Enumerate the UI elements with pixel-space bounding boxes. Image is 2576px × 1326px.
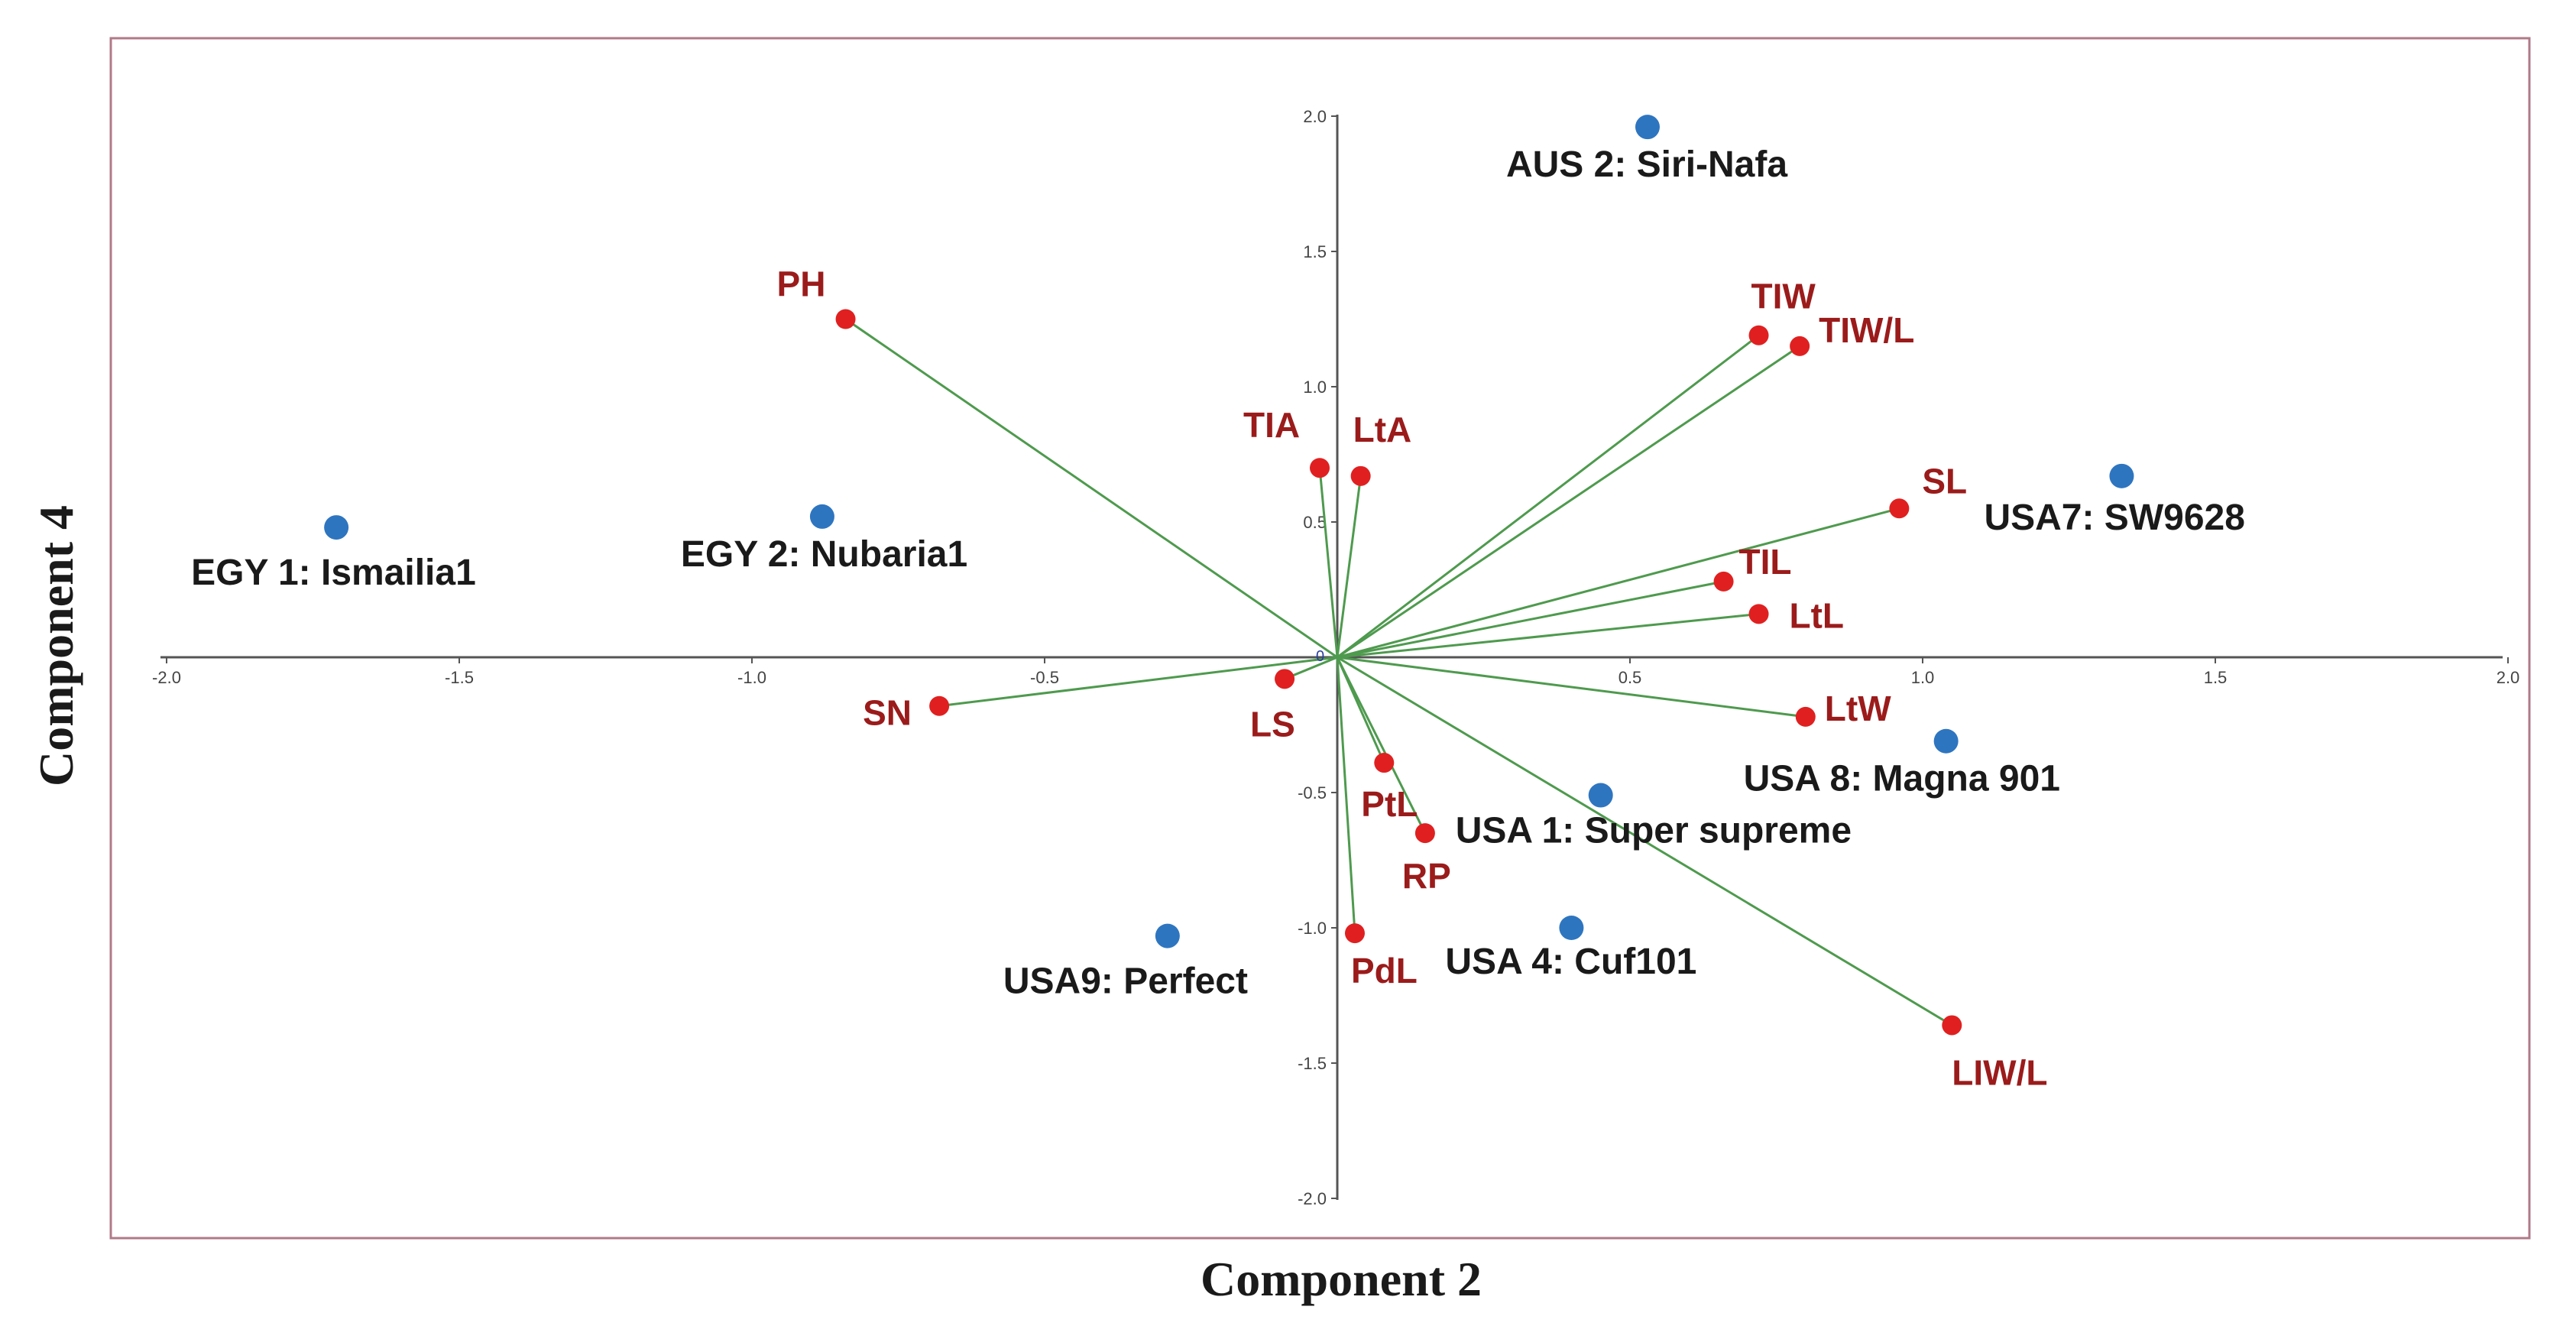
y-tick-label: -2.0 <box>1298 1189 1327 1208</box>
variable-point-sl <box>1889 498 1910 519</box>
variable-label-pdl: PdL <box>1351 951 1418 990</box>
variable-point-tiw <box>1748 325 1769 345</box>
x-tick-label: -0.5 <box>1030 668 1059 687</box>
loading-line-sn <box>938 656 1338 708</box>
x-tick-label: 2.0 <box>2497 668 2520 687</box>
variable-point-rp <box>1414 823 1435 844</box>
loading-line-ltl <box>1337 612 1759 659</box>
data-points <box>324 115 2134 1036</box>
observation-label-usa9-perfect: USA9: Perfect <box>1003 961 1248 1002</box>
observation-label-usa-1-super-supreme: USA 1: Super supreme <box>1456 811 1852 851</box>
loading-line-til <box>1337 580 1724 659</box>
variable-label-til: TIL <box>1739 542 1792 582</box>
observation-point-aus-2-siri-nafa <box>1635 115 1660 140</box>
loading-line-tiw-l <box>1337 345 1800 659</box>
variable-label-ptl: PtL <box>1361 784 1418 824</box>
y-tick-label: -1.5 <box>1298 1054 1327 1073</box>
observation-point-usa9-perfect <box>1155 923 1180 948</box>
observation-label-usa-4-cuf101: USA 4: Cuf101 <box>1445 942 1696 982</box>
variable-label-ltl: LtL <box>1790 595 1845 635</box>
variable-point-ptl <box>1374 753 1395 773</box>
y-tick-label: -1.0 <box>1298 919 1327 938</box>
variable-point-ltl <box>1748 604 1769 624</box>
variable-label-tiw-l: TIW/L <box>1819 310 1914 350</box>
x-tick-label: 1.5 <box>2204 668 2228 687</box>
variable-label-lta: LtA <box>1353 410 1412 449</box>
loading-line-rp <box>1336 657 1427 834</box>
observation-point-egy-2-nubaria1 <box>809 504 834 529</box>
loading-line-pdl <box>1336 657 1356 934</box>
variable-label-sl: SL <box>1922 461 1967 501</box>
variable-point-ls <box>1275 669 1295 689</box>
y-tick-label: 2.0 <box>1303 107 1327 126</box>
loading-line-sl <box>1337 507 1900 659</box>
plot-frame <box>109 37 2531 1240</box>
variable-point-tia <box>1310 458 1330 478</box>
loading-line-ltw <box>1337 656 1806 718</box>
observation-label-aus-2-siri-nafa: AUS 2: Siri-Nafa <box>1506 144 1787 185</box>
x-tick-label: 1.0 <box>1911 668 1935 687</box>
observation-point-usa-4-cuf101 <box>1559 916 1584 940</box>
y-axis-title: Component 4 <box>29 505 83 786</box>
variable-point-lta <box>1350 465 1371 486</box>
tick-labels: -2.0 -1.5 -1.0 -0.5 0.5 1.0 1.5 2.0 2.0 1.5 1.0 0.5… <box>152 107 2519 1208</box>
x-tick-label: -1.0 <box>737 668 766 687</box>
observation-label-egy-2-nubaria1: EGY 2: Nubaria1 <box>681 534 967 575</box>
y-tick-label: 1.0 <box>1303 378 1327 397</box>
x-tick-label: -2.0 <box>152 668 181 687</box>
variable-point-liw-l <box>1942 1015 1962 1036</box>
observation-label-egy-1-ismailia1: EGY 1: Ismailia1 <box>191 553 476 593</box>
y-tick-label: 1.5 <box>1303 242 1327 261</box>
observation-point-usa7-sw9628 <box>2109 463 2134 488</box>
variable-point-til <box>1713 571 1734 592</box>
observation-point-usa-8-magna-901 <box>1933 728 1959 754</box>
x-tick-label: 0.5 <box>1619 668 1642 687</box>
loading-line-tia <box>1318 468 1339 658</box>
variable-point-tiw-l <box>1790 336 1810 356</box>
loading-lines <box>844 318 1953 1026</box>
variable-point-sn <box>929 695 950 716</box>
observation-point-usa-1-super-supreme <box>1588 783 1613 808</box>
variable-point-ltw <box>1795 706 1816 727</box>
loading-line-liw-l <box>1337 656 1953 1026</box>
variable-label-ls: LS <box>1250 704 1295 744</box>
variable-label-ph: PH <box>777 264 826 304</box>
y-tick-label: 0.5 <box>1303 513 1327 532</box>
observation-point-egy-1-ismailia1 <box>324 515 349 540</box>
x-axis-title: Component 2 <box>1201 1252 1482 1306</box>
y-tick-label: -0.5 <box>1298 783 1327 802</box>
variable-label-rp: RP <box>1402 856 1451 896</box>
x-tick-label: -1.5 <box>445 668 474 687</box>
observation-label-usa7-sw9628: USA7: SW9628 <box>1984 498 2244 538</box>
loading-line-lta <box>1336 475 1363 658</box>
variable-label-tiw: TIW <box>1751 277 1816 316</box>
variable-label-ltw: LtW <box>1825 689 1891 728</box>
variable-point-ph <box>835 309 856 329</box>
variable-label-tia: TIA <box>1243 405 1300 445</box>
observation-label-usa-8-magna-901: USA 8: Magna 901 <box>1744 759 2060 799</box>
variable-label-liw-l: LIW/L <box>1952 1052 2047 1092</box>
variable-point-pdl <box>1344 923 1365 944</box>
loading-line-ph <box>844 318 1338 659</box>
loading-line-tiw <box>1337 334 1760 659</box>
origin-label: 0 <box>1316 648 1324 665</box>
variable-label-sn: SN <box>863 693 912 733</box>
